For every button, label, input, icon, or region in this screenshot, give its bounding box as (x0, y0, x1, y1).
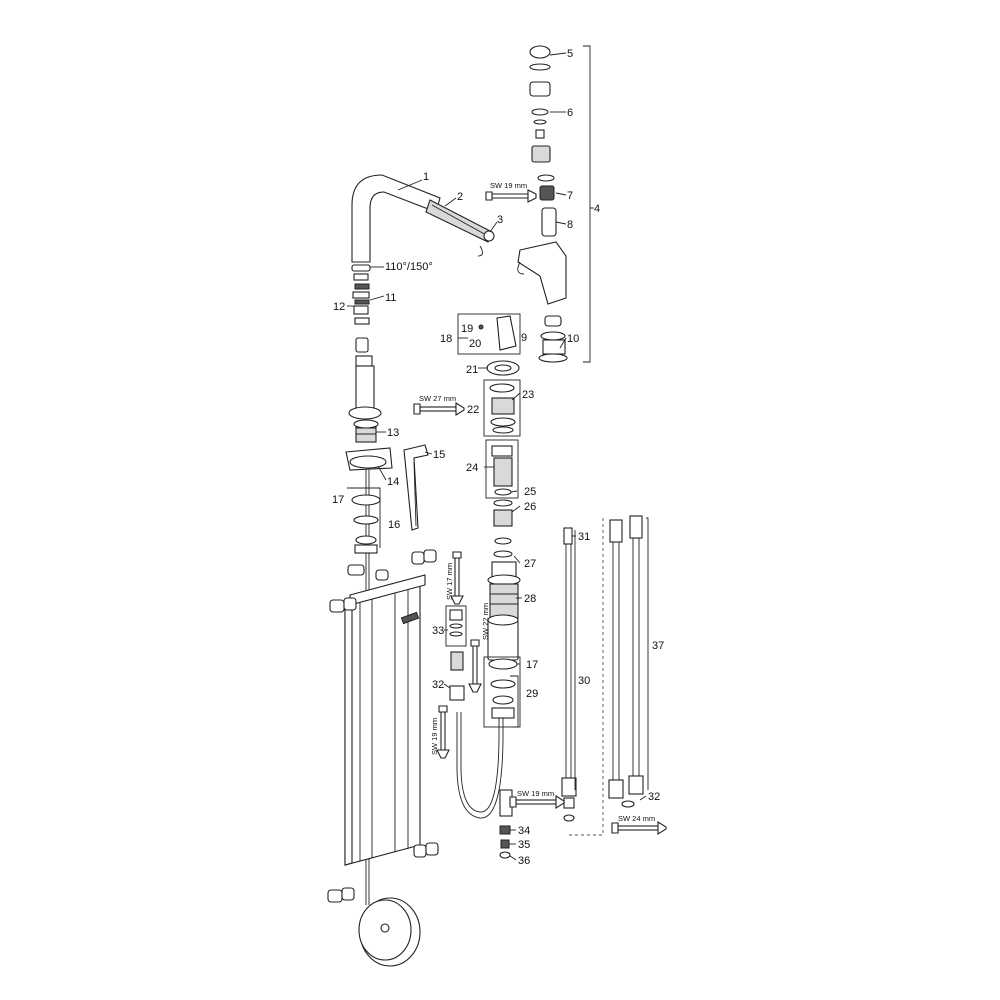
wrench-size-labels: SW 19 mm SW 27 mm SW 19 mm SW 24 mm SW 1… (419, 181, 655, 823)
label-4: 4 (594, 203, 600, 215)
label-9: 9 (521, 332, 527, 344)
label-32-right: 32 (648, 791, 660, 803)
handle-assembly (457, 313, 521, 376)
part-number-labels: 1 2 3 4 5 6 7 8 9 10 11 12 13 14 15 16 1… (332, 48, 664, 867)
base-disk (358, 897, 421, 967)
label-34: 34 (518, 825, 530, 837)
label-1: 1 (423, 171, 429, 183)
label-17-left: 17 (332, 494, 344, 506)
wrench-tool-15 (403, 444, 429, 531)
wrench-sw19-left (436, 705, 450, 759)
label-8: 8 (567, 219, 573, 231)
cartridge-assembly (483, 379, 521, 661)
wrench-sw19-bottom (509, 795, 565, 809)
label-21: 21 (466, 364, 478, 376)
label-18: 18 (440, 333, 452, 345)
sw17-label: SW 17 mm (445, 563, 454, 600)
leader-lines (347, 52, 647, 861)
hose-pair-37 (608, 515, 644, 808)
label-5: 5 (567, 48, 573, 60)
label-7: 7 (567, 190, 573, 202)
sw27-label: SW 27 mm (419, 394, 456, 403)
label-6: 6 (567, 107, 573, 119)
hose-30 (561, 527, 577, 822)
label-16: 16 (388, 519, 400, 531)
washer-stack-29 (483, 656, 521, 728)
clamp-bottom-left (327, 887, 355, 903)
connector-stack-33 (445, 605, 467, 701)
label-3: 3 (497, 214, 503, 226)
label-36: 36 (518, 855, 530, 867)
wrench-sw27 (413, 402, 465, 416)
label-17-right: 17 (526, 659, 538, 671)
label-12: 12 (333, 301, 345, 313)
label-26: 26 (524, 501, 536, 513)
sw19-bottom-label: SW 19 mm (517, 789, 554, 798)
spray-head-assembly (517, 45, 568, 363)
sw19-left-label: SW 19 mm (430, 718, 439, 755)
label-37: 37 (652, 640, 664, 652)
angle-label: 110°/150° (385, 261, 433, 273)
label-11: 11 (385, 292, 396, 304)
label-29: 29 (526, 688, 538, 700)
label-25: 25 (524, 486, 536, 498)
label-15: 15 (433, 449, 445, 461)
label-22: 22 (467, 404, 479, 416)
label-35: 35 (518, 839, 530, 851)
label-14: 14 (387, 476, 399, 488)
mounting-panel (327, 549, 439, 903)
label-30: 30 (578, 675, 590, 687)
wrench-sw17 (450, 551, 464, 605)
sw24-label: SW 24 mm (618, 814, 655, 823)
sw22-label: SW 22 mm (481, 603, 490, 640)
label-13: 13 (387, 427, 399, 439)
label-27: 27 (524, 558, 536, 570)
label-20: 20 (469, 338, 481, 350)
wrench-sw19-top (485, 189, 537, 203)
label-19: 19 (461, 323, 473, 335)
wrench-sw22 (468, 639, 482, 693)
label-2: 2 (457, 191, 463, 203)
clamp-top-left (329, 597, 357, 613)
label-31: 31 (578, 531, 590, 543)
label-33: 33 (432, 625, 444, 637)
sw19-top-label: SW 19 mm (490, 181, 527, 190)
label-10: 10 (567, 333, 579, 345)
label-23: 23 (522, 389, 534, 401)
label-24: 24 (466, 462, 478, 474)
spout-assembly (345, 174, 495, 905)
clamp-top-right (411, 549, 437, 565)
label-32-left: 32 (432, 679, 444, 691)
leader-brackets (347, 45, 649, 790)
label-28: 28 (524, 593, 536, 605)
wrench-sw24 (611, 821, 667, 835)
flex-hose (456, 712, 513, 859)
clamp-bottom-right (413, 842, 439, 858)
